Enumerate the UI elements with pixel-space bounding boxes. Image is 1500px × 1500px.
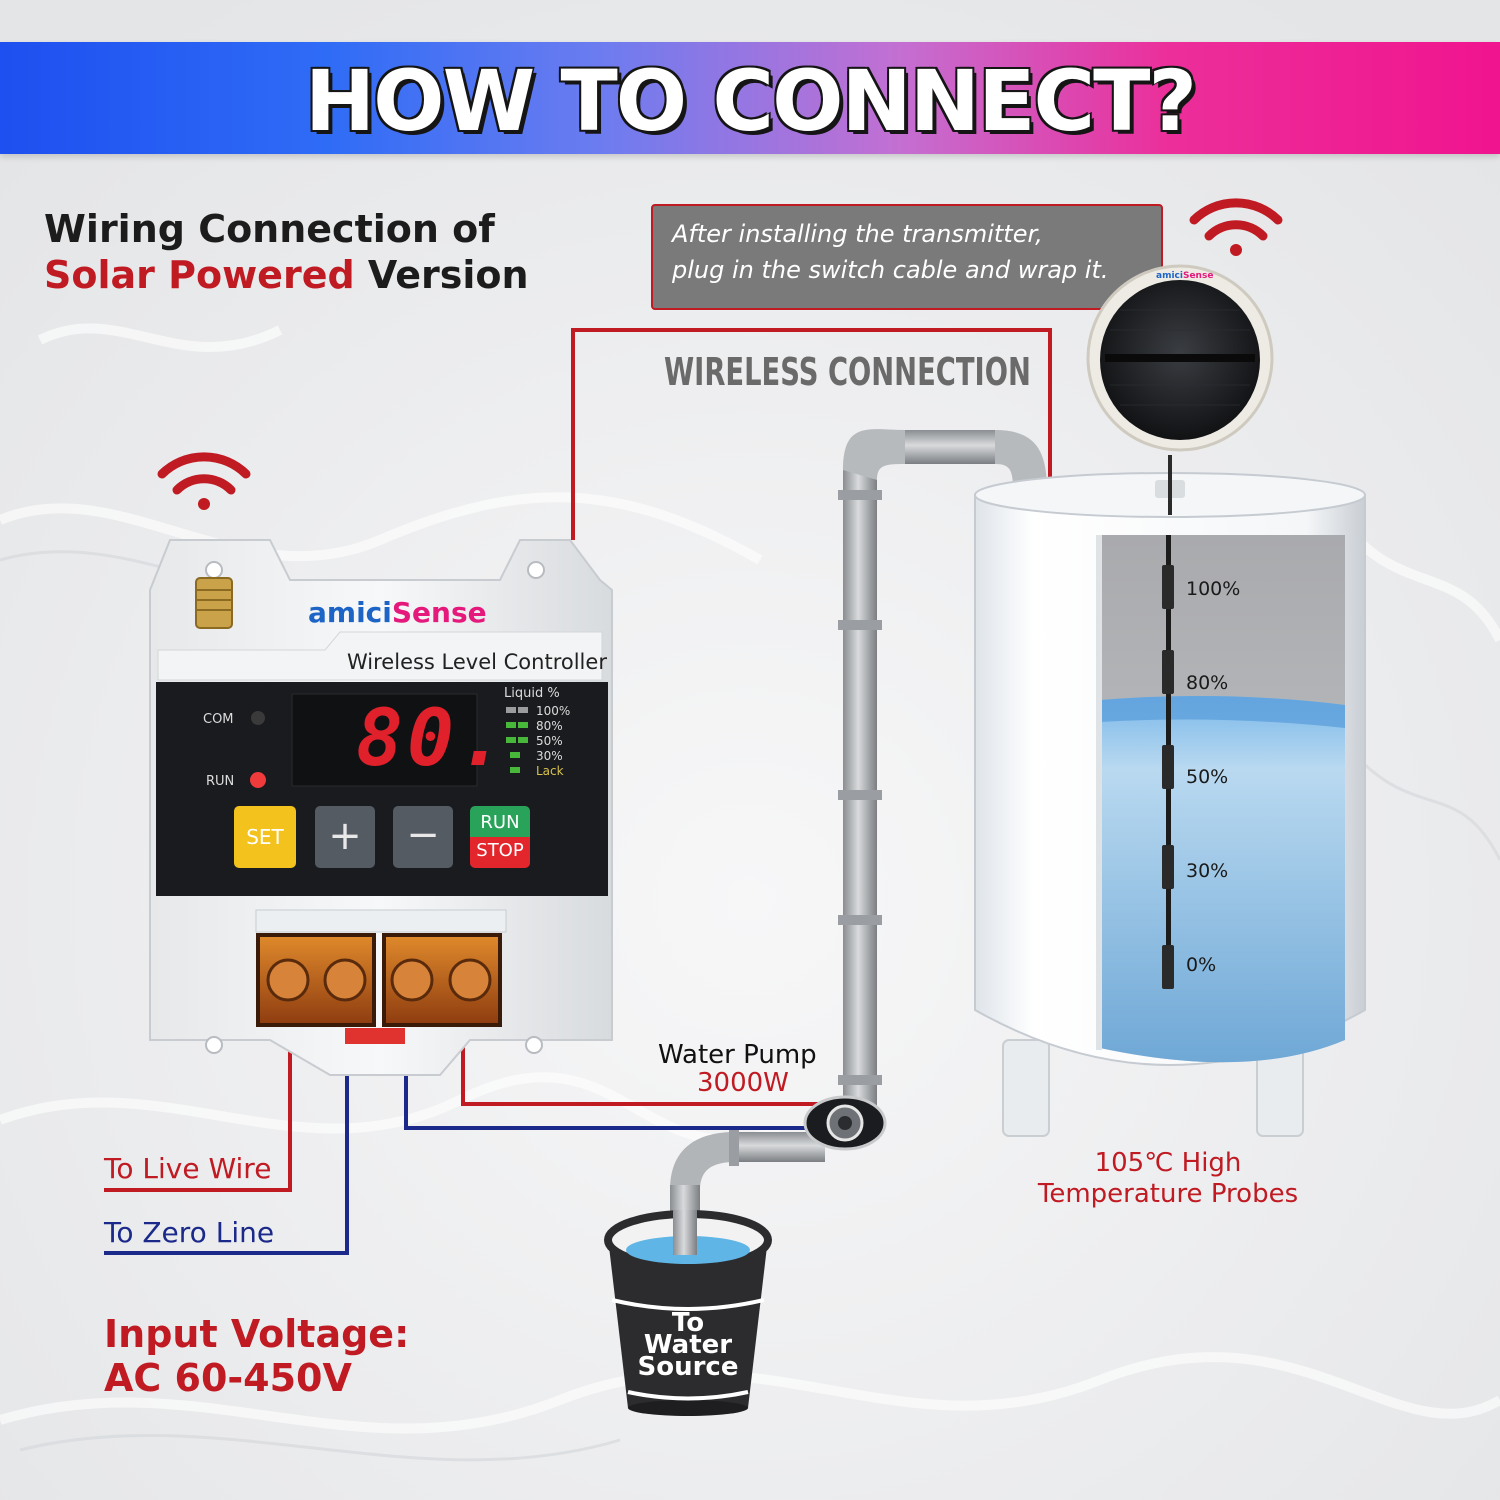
wireless-connection-label: WIRELESS CONNECTION (664, 350, 1031, 394)
water-source-line-3: Source (637, 1352, 739, 1382)
live-wire (104, 1025, 292, 1192)
water-pump-label: Water Pump (658, 1040, 817, 1070)
level-controller-device (149, 539, 613, 1076)
note-line-2: plug in the switch cable and wrap it. (672, 256, 1109, 284)
probe-level-label: 100% (1186, 578, 1241, 600)
plus-button[interactable]: + (315, 806, 375, 868)
water-source-line-1: To (671, 1308, 705, 1338)
liquid-level-title: Liquid % (504, 686, 560, 701)
probe-level-label: 0% (1186, 954, 1217, 976)
probe-level-label: 50% (1186, 766, 1229, 788)
probe-level-label: 30% (1186, 860, 1229, 882)
pump-live-wire (461, 1025, 820, 1106)
run-stop-button[interactable]: RUN STOP (470, 806, 530, 868)
probes-label-line-2: Temperature Probes (1037, 1179, 1299, 1209)
brand-part-2: Sense (391, 596, 487, 629)
level-label: 50% (536, 734, 563, 748)
level-display: 80. (356, 694, 509, 784)
run-indicator-label: RUN (206, 774, 235, 789)
transmitter-brand-part-1: amici (1156, 271, 1183, 281)
water-source-label: To Water Source (630, 1308, 746, 1382)
heading-highlight: Solar Powered (44, 253, 355, 297)
heading-line-2: Solar Powered Version (44, 252, 529, 298)
water-bucket (604, 1210, 772, 1416)
level-label: 80% (536, 719, 563, 733)
page-title: HOW TO CONNECT? (304, 52, 1197, 150)
level-label: Lack (536, 764, 564, 778)
controller-brand-logo: amiciSense (308, 596, 487, 629)
installation-note-box (651, 204, 1163, 310)
com-indicator-label: COM (203, 712, 234, 727)
controller-model-name: Wireless Level Controller (347, 650, 607, 674)
live-wire-label: To Live Wire (104, 1152, 272, 1185)
wifi-icon (1189, 198, 1283, 256)
brand-part-1: amici (308, 596, 392, 629)
note-line-1: After installing the transmitter, (672, 220, 1043, 248)
transmitter-brand-part-2: Sense (1182, 271, 1214, 281)
input-voltage-line-1: Input Voltage: (104, 1312, 410, 1356)
wifi-icon (157, 452, 251, 510)
stop-label: STOP (470, 837, 530, 868)
run-label: RUN (470, 806, 530, 837)
outlet-pipe (838, 429, 1050, 1110)
probe-level-label: 80% (1186, 672, 1229, 694)
level-label: 100% (536, 704, 571, 718)
transmitter-brand-logo: amiciSense (1156, 271, 1213, 281)
water-pump-power: 3000W (697, 1068, 789, 1098)
installation-note: After installing the transmitter, plug i… (672, 216, 1162, 288)
input-voltage-line-2: AC 60-450V (104, 1356, 352, 1400)
minus-button[interactable]: − (393, 806, 453, 868)
probes-label-line-1: 105℃ High (1094, 1148, 1242, 1178)
heading-line-1: Wiring Connection of (44, 207, 495, 251)
set-button[interactable]: SET (234, 806, 296, 868)
level-label: 30% (536, 749, 563, 763)
water-pump (803, 1095, 887, 1151)
input-voltage-label: Input Voltage: AC 60-450V (104, 1312, 409, 1400)
solar-transmitter (1086, 264, 1274, 452)
zero-wire (104, 1025, 349, 1255)
water-tank (974, 455, 1366, 1137)
heading-line-2-rest: Version (354, 253, 529, 297)
probes-label: 105℃ High Temperature Probes (1020, 1148, 1316, 1210)
water-source-line-2: Water (643, 1330, 733, 1360)
wiring-heading: Wiring Connection of Solar Powered Versi… (44, 206, 529, 298)
title-banner (0, 42, 1500, 154)
zero-line-label: To Zero Line (104, 1216, 275, 1249)
wireless-connection-line (571, 328, 1052, 540)
